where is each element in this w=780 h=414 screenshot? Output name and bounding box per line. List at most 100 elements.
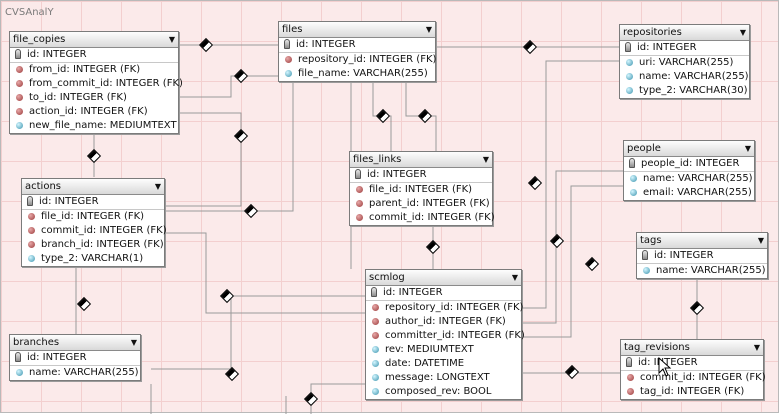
column-label: file_id: INTEGER (FK): [369, 184, 473, 195]
table-header[interactable]: tags ▼: [637, 233, 767, 249]
column-label: type_2: VARCHAR(30): [639, 85, 748, 96]
table-column[interactable]: id: INTEGER: [366, 286, 521, 301]
table-column[interactable]: committer_id: INTEGER (FK): [366, 329, 525, 343]
table-column[interactable]: rev: MEDIUMTEXT: [366, 343, 521, 357]
column-label: name: VARCHAR(255): [656, 265, 766, 276]
table-menu-icon[interactable]: ▼: [154, 182, 161, 191]
table-column[interactable]: id: INTEGER: [10, 48, 178, 63]
table-menu-icon[interactable]: ▼: [130, 338, 137, 347]
table-column[interactable]: id: INTEGER: [10, 351, 140, 366]
table-column[interactable]: tag_id: INTEGER (FK): [621, 385, 763, 399]
foreign-key-icon: [16, 79, 23, 87]
table-column[interactable]: from_id: INTEGER (FK): [10, 63, 178, 77]
table-header[interactable]: scmlog▼: [366, 270, 521, 286]
table-column[interactable]: id: INTEGER: [22, 195, 164, 210]
table-header[interactable]: branches▼: [10, 335, 140, 351]
primary-key-icon: [629, 158, 635, 168]
table-column[interactable]: composed_rev: BOOL: [366, 385, 521, 399]
column-label: parent_id: INTEGER (FK): [369, 198, 490, 209]
column-label: people_id: INTEGER: [641, 158, 740, 169]
table-name: tag_revisions: [624, 342, 690, 353]
table-column[interactable]: date: DATETIME: [366, 357, 521, 371]
table-menu-icon[interactable]: ▼: [425, 25, 432, 34]
column-label: rev: MEDIUMTEXT: [385, 344, 474, 355]
table-column[interactable]: parent_id: INTEGER (FK): [350, 197, 492, 211]
table-header[interactable]: tag_revisions ▼: [621, 340, 763, 356]
table-column[interactable]: file_id: INTEGER (FK): [350, 183, 492, 197]
table-menu-icon[interactable]: ▼: [511, 273, 518, 282]
table-column[interactable]: id: INTEGER: [621, 356, 763, 371]
foreign-key-icon: [16, 65, 23, 73]
table-menu-icon[interactable]: ▼: [168, 35, 175, 44]
table-column[interactable]: id: INTEGER: [620, 41, 749, 56]
table-column[interactable]: commit_id: INTEGER (FK): [621, 371, 766, 385]
column-icon: [372, 345, 379, 353]
table-column[interactable]: name: VARCHAR(255): [637, 264, 767, 278]
column-label: repository_id: INTEGER (FK): [298, 54, 437, 65]
table-header[interactable]: file_copies▼: [10, 32, 178, 48]
table-column[interactable]: name: VARCHAR(255): [620, 70, 749, 84]
table-column[interactable]: id: INTEGER: [279, 38, 435, 53]
table-column[interactable]: commit_id: INTEGER (FK): [22, 224, 167, 238]
table-column[interactable]: from_commit_id: INTEGER (FK): [10, 77, 183, 91]
table-column[interactable]: branch_id: INTEGER (FK): [22, 238, 164, 252]
table-column[interactable]: repository_id: INTEGER (FK): [366, 301, 523, 315]
table-column[interactable]: uri: VARCHAR(255): [620, 56, 749, 70]
table-name: tags: [640, 235, 662, 246]
primary-key-icon: [625, 42, 631, 52]
table-header[interactable]: people▼: [624, 141, 754, 157]
table-header[interactable]: repositories▼: [620, 25, 749, 41]
table-menu-icon[interactable]: ▼: [739, 28, 746, 37]
column-icon: [630, 188, 637, 196]
table-column[interactable]: name: VARCHAR(255): [624, 172, 754, 186]
table-column[interactable]: author_id: INTEGER (FK): [366, 315, 521, 329]
table-column[interactable]: to_id: INTEGER (FK): [10, 91, 178, 105]
column-icon: [630, 174, 637, 182]
table-column[interactable]: file_id: INTEGER (FK): [22, 210, 164, 224]
column-icon: [285, 69, 292, 77]
foreign-key-icon: [372, 303, 379, 311]
table-people[interactable]: people▼people_id: INTEGER name: VARCHAR(2…: [623, 140, 755, 201]
table-column[interactable]: id: INTEGER: [637, 249, 767, 264]
table-column[interactable]: type_2: VARCHAR(1): [22, 252, 164, 266]
table-column[interactable]: people_id: INTEGER: [624, 157, 754, 172]
column-icon: [372, 373, 379, 381]
table-column[interactable]: new_file_name: MEDIUMTEXT: [10, 119, 178, 133]
table-column[interactable]: action_id: INTEGER (FK): [10, 105, 178, 119]
column-label: file_id: INTEGER (FK): [41, 211, 145, 222]
table-header[interactable]: files▼: [279, 22, 435, 38]
table-column[interactable]: email: VARCHAR(255): [624, 186, 754, 200]
column-label: from_commit_id: INTEGER (FK): [29, 78, 183, 89]
rel-line: [521, 185, 623, 338]
table-menu-icon[interactable]: ▼: [757, 236, 764, 245]
rel-line: [177, 75, 279, 98]
table-menu-icon[interactable]: ▼: [753, 343, 760, 352]
table-menu-icon[interactable]: ▼: [744, 144, 751, 153]
primary-key-icon: [27, 196, 33, 206]
table-menu-icon[interactable]: ▼: [482, 155, 489, 164]
foreign-key-icon: [627, 387, 634, 395]
table-column[interactable]: message: LONGTEXT: [366, 371, 521, 385]
table-column[interactable]: type_2: VARCHAR(30): [620, 84, 749, 98]
rel-line: [521, 170, 623, 324]
column-label: date: DATETIME: [385, 358, 465, 369]
column-icon: [372, 359, 379, 367]
table-column[interactable]: id: INTEGER: [350, 168, 492, 183]
foreign-key-icon: [356, 213, 363, 221]
table-column[interactable]: name: VARCHAR(255): [10, 366, 140, 380]
table-column[interactable]: file_name: VARCHAR(255): [279, 67, 435, 81]
table-header[interactable]: files_links▼: [350, 152, 492, 168]
table-header[interactable]: actions▼: [22, 179, 164, 195]
table-column[interactable]: repository_id: INTEGER (FK): [279, 53, 437, 67]
table-column[interactable]: commit_id: INTEGER (FK): [350, 211, 495, 225]
